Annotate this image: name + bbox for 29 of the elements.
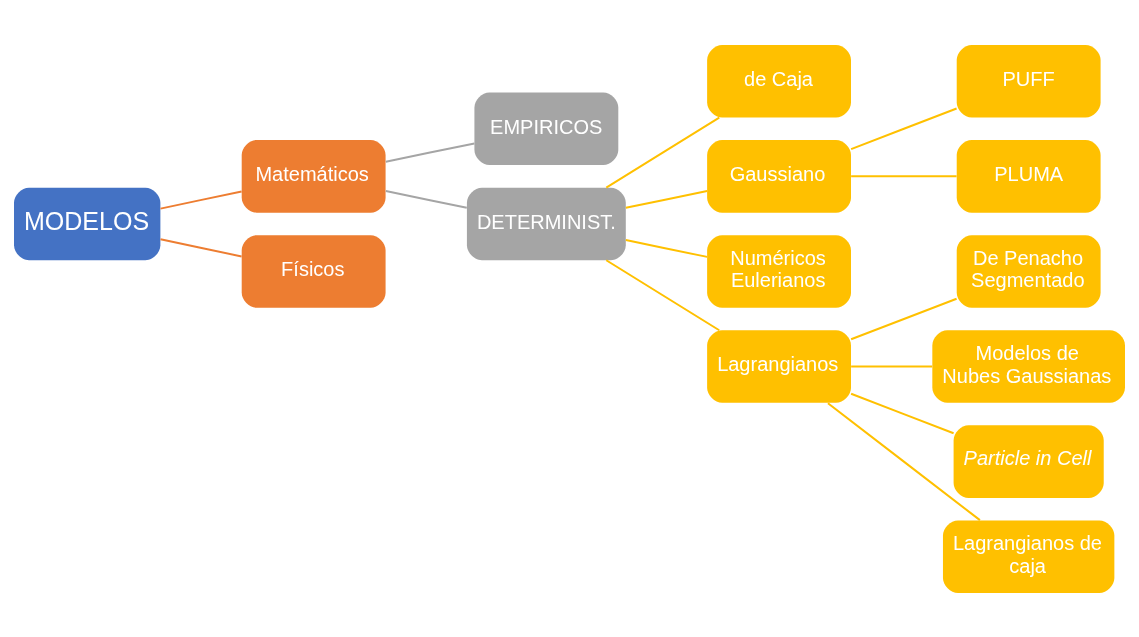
connector (605, 116, 721, 189)
connector (850, 174, 958, 177)
connector (624, 238, 709, 258)
connector (850, 392, 955, 434)
node-box: Lagrangianos (707, 329, 851, 403)
connector (624, 189, 709, 209)
node-box: EMPIRICOS (474, 92, 619, 165)
node-box: Matemáticos (241, 139, 386, 213)
connector (384, 141, 476, 163)
node-box: Numéricos Eulerianos (707, 234, 851, 308)
node-box: Físicos (241, 234, 386, 308)
node-box: De Penacho Segmentado (956, 234, 1101, 308)
connector (159, 237, 243, 257)
connector (159, 189, 243, 210)
connector (850, 297, 958, 340)
node-box: Particle in Cell (953, 424, 1104, 498)
node-box: Gaussiano (707, 139, 851, 213)
node-box: Modelos de Nubes Gaussianas (932, 329, 1125, 403)
node-box: PLUMA (956, 139, 1101, 213)
node-box: Lagrangianos de caja (942, 519, 1115, 593)
connector (605, 258, 721, 331)
connector (384, 189, 468, 209)
connector (826, 401, 981, 521)
connector (850, 107, 958, 150)
connector (850, 365, 934, 368)
node-box: de Caja (707, 44, 851, 118)
node-box: DETERMINIST. (466, 187, 626, 260)
node-box: PUFF (956, 44, 1101, 118)
node-box: MODELOS (14, 187, 161, 260)
